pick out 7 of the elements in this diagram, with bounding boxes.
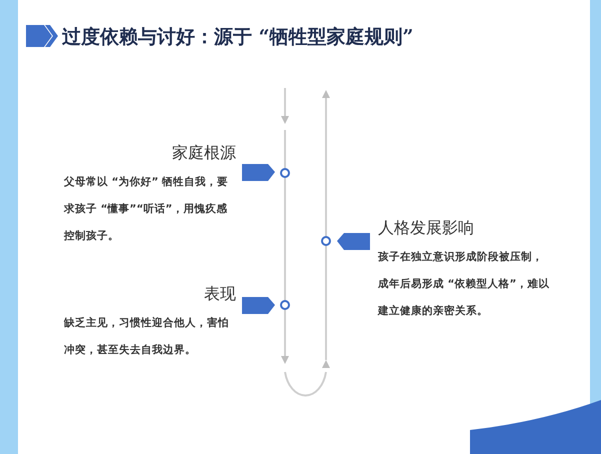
section-text: 父母常以 “为你好” 牺牲自我，要求孩子 “懂事”“听话”，用愧疚感控制孩子。 — [64, 175, 230, 244]
title: 过度依赖与讨好：源于 “牺牲型家庭规则” — [62, 25, 414, 50]
section-text: 孩子在独立意识形成阶段被压制，成年后易形成 “依赖型人格”，难以建立健康的亲密关系。 — [378, 250, 550, 319]
section-heading: 表现 — [203, 284, 236, 304]
section-heading: 家庭根源 — [171, 143, 236, 163]
section-heading: 人格发展影响 — [378, 218, 475, 238]
section-text: 缺乏主见，习惯性迎合他人，害怕冲突，甚至失去自我边界。 — [64, 316, 230, 358]
